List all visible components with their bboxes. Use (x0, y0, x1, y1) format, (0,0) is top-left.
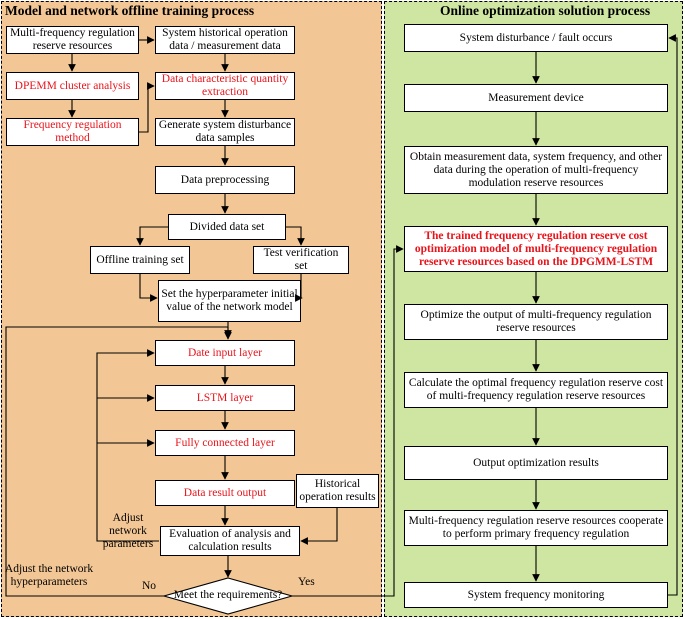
multi-freq-resources-box: Multi-frequency regulation reserve resou… (6, 26, 139, 54)
output-results-box: Output optimization results (404, 446, 668, 480)
evaluation-box: Evaluation of analysis and calculation r… (160, 526, 300, 556)
data-characteristic-box: Data characteristic quantity extraction (155, 72, 295, 100)
offline-training-set-box: Offline training set (90, 246, 190, 274)
data-result-output-box: Data result output (155, 480, 295, 506)
calculate-cost-box: Calculate the optimal frequency regulati… (404, 372, 668, 408)
generate-samples-box: Generate system disturbance data samples (155, 118, 295, 146)
measurement-device-box: Measurement device (404, 84, 668, 112)
decision-diamond (161, 577, 295, 615)
cooperate-box: Multi-frequency regulation reserve resou… (404, 510, 668, 546)
system-historical-data-box: System historical operation data / measu… (155, 26, 295, 54)
fully-connected-layer-box: Fully connected layer (155, 430, 295, 456)
adjust-hyperparams-label: Adjust the network hyperparameters (4, 563, 94, 588)
trained-model-box: The trained frequency regulation reserve… (404, 226, 668, 272)
meet-requirements-text: Meet the requirements? (173, 589, 283, 601)
hyperparameter-init-box: Set the hyperparameter initial value of … (158, 280, 301, 322)
freq-regulation-method-box: Frequency regulation method (6, 118, 139, 146)
historical-results-box: Historical operation results (296, 474, 379, 508)
divided-data-set-box: Divided data set (168, 214, 286, 240)
lstm-layer-box: LSTM layer (155, 385, 295, 411)
right-panel-title: Online optimization solution process (440, 3, 651, 18)
yes-label: Yes (298, 576, 315, 588)
no-label: No (142, 580, 157, 592)
date-input-layer-box: Date input layer (155, 340, 295, 366)
disturbance-box: System disturbance / fault occurs (404, 24, 668, 52)
data-preprocessing-box: Data preprocessing (155, 166, 295, 194)
optimize-output-box: Optimize the output of multi-frequency r… (404, 304, 668, 340)
obtain-data-box: Obtain measurement data, system frequenc… (404, 146, 668, 194)
dpemm-cluster-box: DPEMM cluster analysis (6, 72, 139, 100)
left-panel-title: Model and network offline training proce… (5, 3, 255, 18)
adjust-network-params-label: Adjust network parameters (102, 512, 154, 550)
monitoring-box: System frequency monitoring (404, 582, 668, 608)
test-verification-set-box: Test verification set (253, 246, 349, 274)
